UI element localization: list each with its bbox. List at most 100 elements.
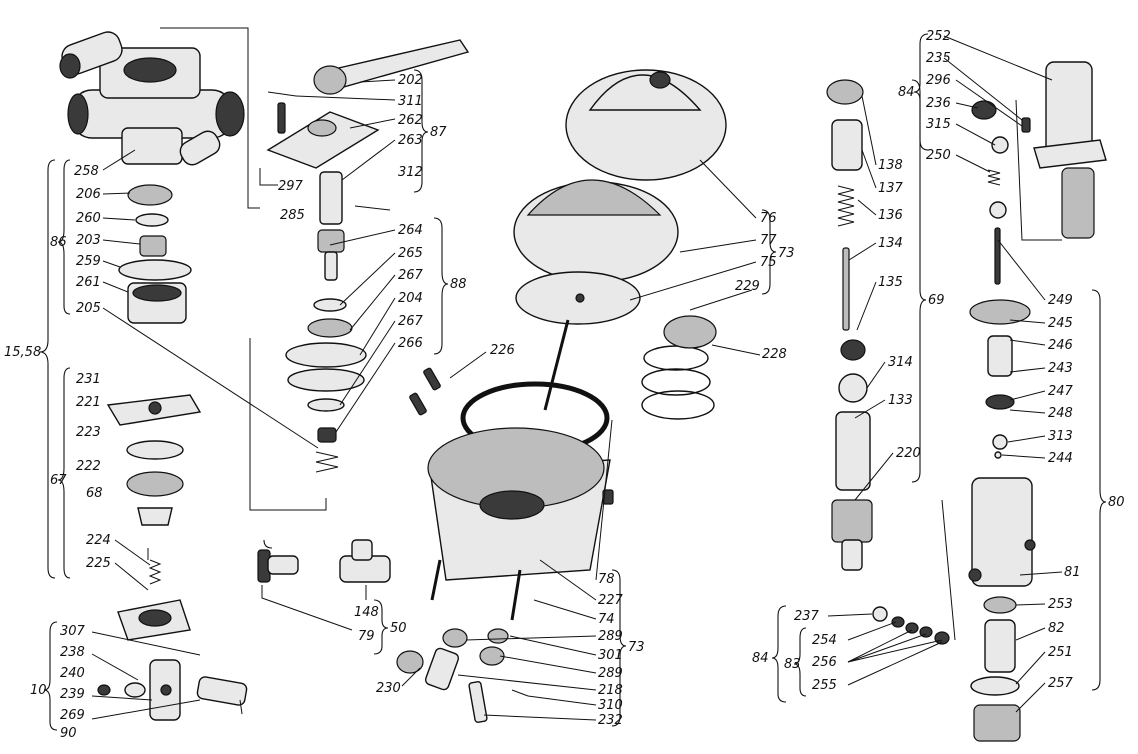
label-136: 136 [878, 208, 903, 223]
label-226: 226 [490, 343, 515, 358]
label-313: 313 [1048, 429, 1073, 444]
label-224: 224 [86, 533, 111, 548]
label-77: 77 [760, 233, 777, 248]
label-84-top: 84 [898, 85, 915, 100]
label-218: 218 [598, 683, 623, 698]
label-83: 83 [784, 657, 801, 672]
label-248: 248 [1048, 406, 1073, 421]
label-243: 243 [1048, 361, 1073, 376]
label-82: 82 [1048, 621, 1065, 636]
label-67-left: 67 [50, 473, 67, 488]
label-205: 205 [76, 301, 101, 316]
part-number-labels: 258 206 260 203 259 261 205 86 15,58 231… [4, 29, 1125, 741]
label-245: 245 [1048, 316, 1073, 331]
label-256: 256 [812, 655, 837, 670]
label-80: 80 [1108, 495, 1125, 510]
label-78: 78 [598, 572, 615, 587]
label-252: 252 [926, 29, 951, 44]
valve-body-assembly [59, 31, 245, 166]
label-229: 229 [735, 279, 760, 294]
label-263: 263 [398, 133, 423, 148]
label-203: 203 [76, 233, 101, 248]
label-314: 314 [888, 355, 913, 370]
label-88: 88 [450, 277, 467, 292]
label-75: 75 [760, 255, 777, 270]
label-228: 228 [762, 347, 787, 362]
label-247: 247 [1048, 384, 1074, 399]
label-260: 260 [76, 211, 101, 226]
label-246: 246 [1048, 338, 1073, 353]
label-15-58: 15,58 [4, 345, 41, 360]
label-239: 239 [60, 687, 85, 702]
label-257: 257 [1048, 676, 1074, 691]
label-267-bottom: 267 [398, 314, 424, 329]
label-249: 249 [1048, 293, 1073, 308]
label-223: 223 [76, 425, 101, 440]
label-90: 90 [60, 726, 77, 741]
label-237: 237 [794, 609, 820, 624]
label-265: 265 [398, 246, 423, 261]
label-148: 148 [354, 605, 379, 620]
label-230: 230 [376, 681, 401, 696]
label-264: 264 [398, 223, 423, 238]
label-133: 133 [888, 393, 913, 408]
label-297: 297 [278, 179, 304, 194]
label-250: 250 [926, 148, 951, 163]
label-137: 137 [878, 181, 904, 196]
lever-and-flange-parts [257, 39, 470, 583]
label-76: 76 [760, 211, 777, 226]
label-69: 69 [928, 293, 945, 308]
label-225: 225 [86, 556, 111, 571]
label-254: 254 [812, 633, 837, 648]
label-240: 240 [60, 666, 85, 681]
label-79: 79 [358, 629, 375, 644]
label-231: 231 [76, 372, 101, 387]
label-68: 68 [86, 486, 103, 501]
label-312: 312 [398, 165, 423, 180]
label-307: 307 [60, 624, 86, 639]
label-220: 220 [896, 446, 921, 461]
brake-chamber-assembly [396, 69, 727, 723]
label-310: 310 [598, 698, 623, 713]
label-50: 50 [390, 621, 407, 636]
label-266: 266 [398, 336, 423, 351]
label-267-top: 267 [398, 268, 424, 283]
label-74: 74 [598, 612, 615, 627]
label-138: 138 [878, 158, 903, 173]
label-10: 10 [30, 683, 47, 698]
label-255: 255 [812, 678, 837, 693]
label-285: 285 [280, 208, 305, 223]
label-301: 301 [598, 648, 623, 663]
label-289-bottom: 289 [598, 666, 623, 681]
label-81: 81 [1064, 565, 1081, 580]
label-311: 311 [398, 94, 423, 109]
label-84-bottom: 84 [752, 651, 769, 666]
label-235: 235 [926, 51, 951, 66]
valve-assembly-80 [872, 61, 1107, 742]
label-251: 251 [1048, 645, 1073, 660]
label-86: 86 [50, 235, 67, 250]
label-236: 236 [926, 96, 951, 111]
label-261: 261 [76, 275, 101, 290]
label-87: 87 [430, 125, 447, 140]
label-222: 222 [76, 459, 101, 474]
label-73-bottom: 73 [628, 640, 645, 655]
label-259: 259 [76, 254, 101, 269]
label-232: 232 [598, 713, 623, 728]
label-296: 296 [926, 73, 951, 88]
label-258: 258 [74, 164, 99, 179]
label-202: 202 [398, 73, 423, 88]
label-238: 238 [60, 645, 85, 660]
label-135: 135 [878, 275, 903, 290]
label-134: 134 [878, 236, 903, 251]
valve-stack-69 [826, 79, 873, 571]
label-262: 262 [398, 113, 423, 128]
label-221: 221 [76, 395, 101, 410]
label-289-top: 289 [598, 629, 623, 644]
label-206: 206 [76, 187, 101, 202]
left-column-parts [97, 184, 248, 721]
label-73-top: 73 [778, 246, 795, 261]
label-269: 269 [60, 708, 85, 723]
